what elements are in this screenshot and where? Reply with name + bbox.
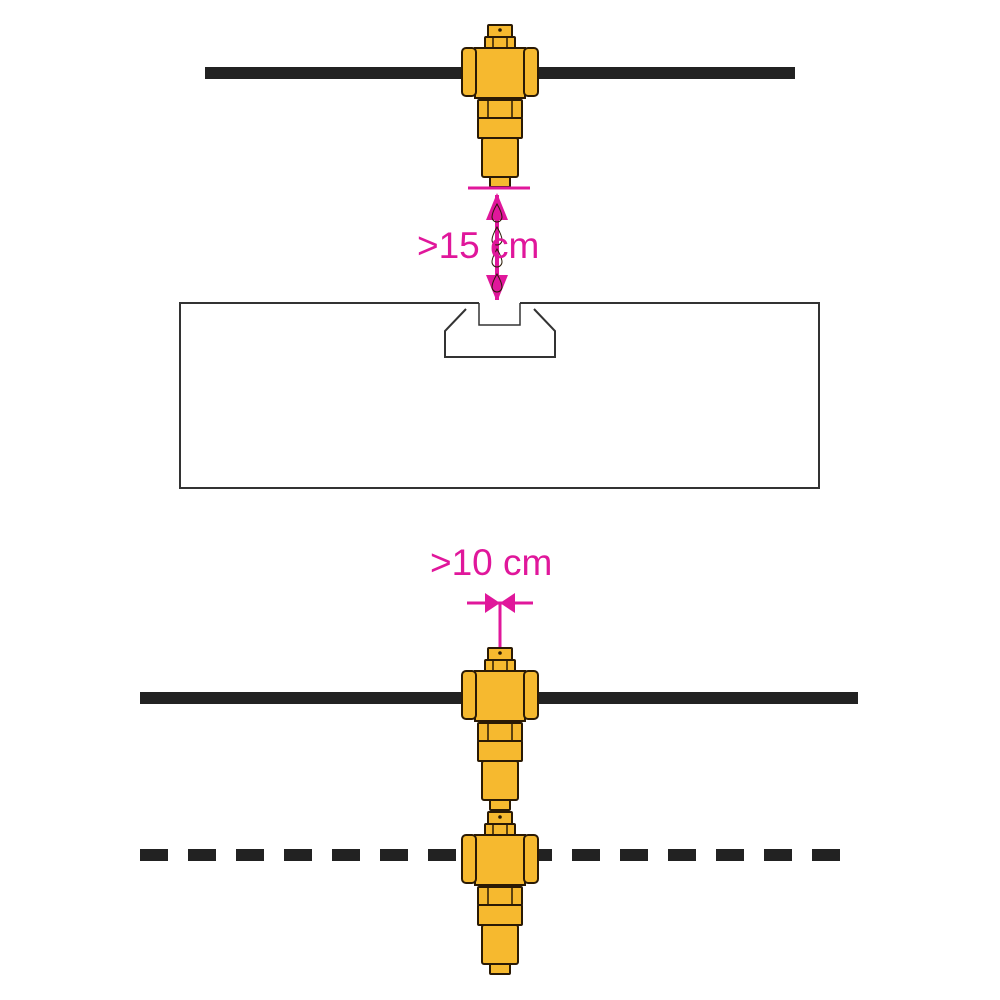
middle-valve-icon	[461, 647, 539, 811]
top-valve-icon	[461, 24, 539, 188]
clearance-below-label: >15 cm	[417, 225, 539, 266]
arrow-down-icon	[486, 275, 508, 302]
clearance-above-dimension	[467, 593, 533, 648]
equipment-block	[179, 300, 820, 489]
arrow-up-icon	[486, 193, 508, 220]
lower-valve-icon	[461, 811, 539, 975]
clearance-below-dimension	[468, 186, 530, 302]
arrow-right-icon	[485, 593, 500, 613]
arrow-left-icon	[500, 593, 515, 613]
clearance-above-label: >10 cm	[430, 542, 552, 583]
